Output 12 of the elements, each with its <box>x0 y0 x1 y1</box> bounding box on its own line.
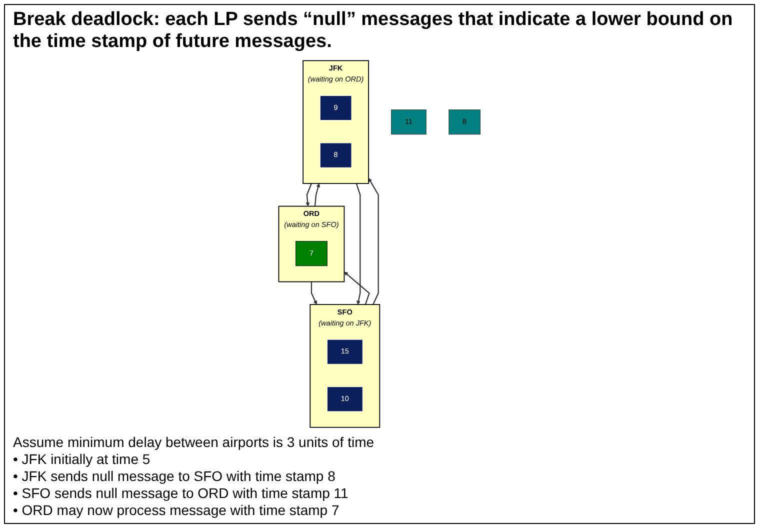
bullet-text: • SFO sends null message to ORD with time stamp 11 <box>13 485 350 501</box>
arrow <box>344 272 370 305</box>
arrow <box>368 178 379 305</box>
arrow <box>314 183 320 206</box>
arrow <box>310 282 318 305</box>
arrow <box>306 183 312 206</box>
bullet-text: • JFK initially at time 5 <box>13 451 152 467</box>
bullet-text: • JFK sends null message to SFO with time stamp 8 <box>13 468 336 484</box>
arrow <box>356 183 361 305</box>
note-text: Assume minimum delay between airports is 3 units of time <box>13 434 376 450</box>
title: Break deadlock: each LP sends “null” messages that indicate a lower bound on the time stamp of future messages. <box>13 9 734 53</box>
bullet-text: • ORD may now process message with time stamp 7 <box>13 502 340 518</box>
